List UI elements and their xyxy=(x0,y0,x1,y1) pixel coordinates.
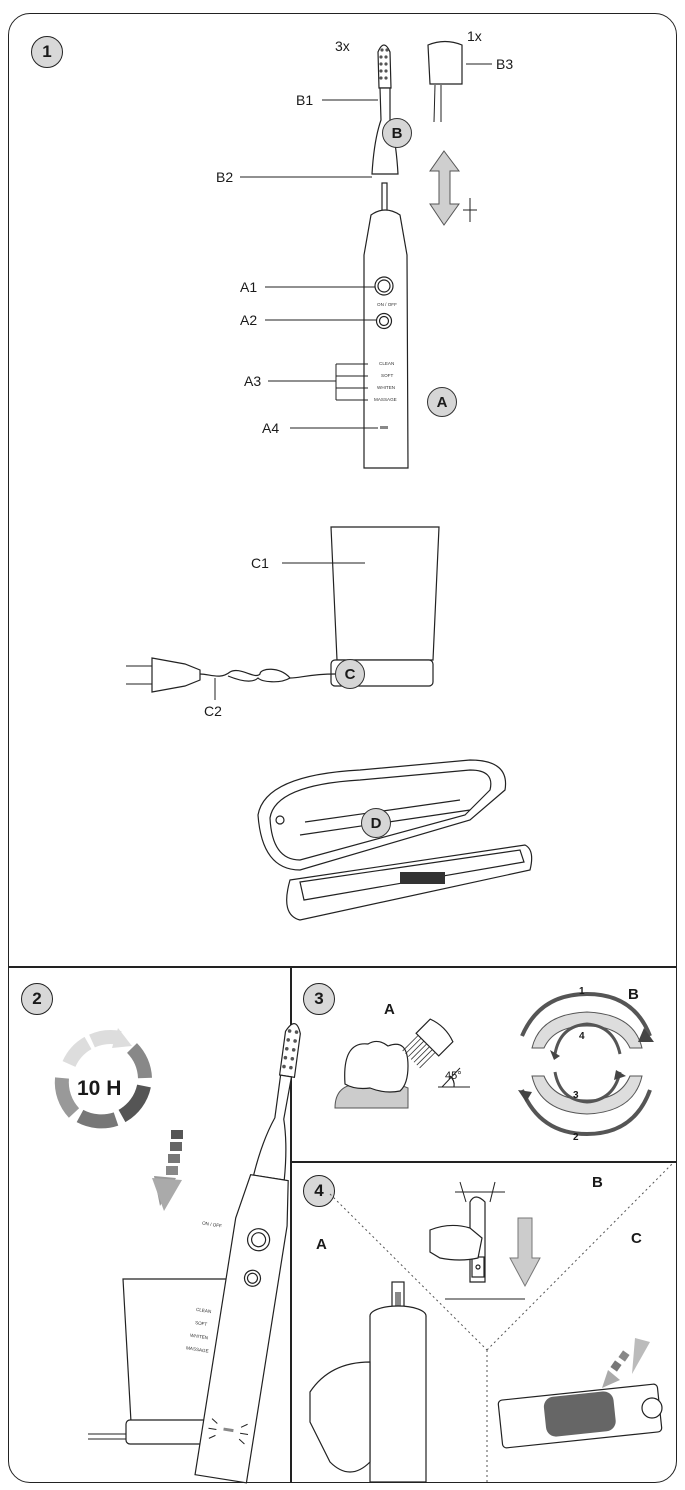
lower-jaw-icon xyxy=(518,1070,652,1137)
s4-label-c: C xyxy=(631,1230,642,1247)
drive-shaft xyxy=(381,182,388,212)
section-2-drawing xyxy=(54,1023,301,1484)
charger-cup xyxy=(282,526,440,687)
badge-d: D xyxy=(361,808,391,838)
s3-label-b: B xyxy=(628,986,639,1003)
divider-vertical xyxy=(290,966,292,1483)
tooth-icon xyxy=(334,1040,470,1109)
label-a4: A4 xyxy=(262,420,280,436)
divider-horizontal-2 xyxy=(290,1161,677,1163)
s3-zone-3: 3 xyxy=(573,1090,579,1101)
s3-zone-4: 4 xyxy=(579,1031,585,1042)
upper-jaw-icon xyxy=(520,991,654,1060)
label-c1: C1 xyxy=(251,555,269,571)
badge-b: B xyxy=(382,118,412,148)
label-b1: B1 xyxy=(296,92,314,108)
brush-on-charger xyxy=(194,1023,301,1484)
section-1-drawing xyxy=(126,40,533,921)
handle-print-power: ON / OFF xyxy=(377,302,397,307)
brush-head xyxy=(371,44,399,175)
s3-zone-1: 1 xyxy=(579,986,585,997)
badge-c: C xyxy=(335,659,365,689)
section-1-badge: 1 xyxy=(31,36,63,68)
label-a1: A1 xyxy=(240,279,258,295)
attach-arrow-icon xyxy=(429,150,477,226)
section-3-badge: 3 xyxy=(303,983,335,1015)
power-cord xyxy=(126,657,336,700)
travel-cap xyxy=(427,40,463,123)
section-4-drawing xyxy=(309,1161,675,1483)
divider-horizontal-1 xyxy=(8,966,677,968)
s4-label-a: A xyxy=(316,1236,327,1253)
s3-angle-label: 45° xyxy=(445,1070,462,1082)
section-1-components: 1 xyxy=(31,28,533,921)
label-a2: A2 xyxy=(240,312,258,328)
label-a3: A3 xyxy=(244,373,262,389)
handle-print-mode-2: SOFT xyxy=(381,373,394,378)
badge-a: A xyxy=(427,387,457,417)
section-2-badge: 2 xyxy=(21,983,53,1015)
section-3-technique: 3 xyxy=(290,966,685,1162)
label-b2: B2 xyxy=(216,169,234,185)
s4-label-b: B xyxy=(592,1174,603,1191)
charge-time-label: 10 H xyxy=(77,1077,122,1100)
brush-angle-icon xyxy=(402,1018,454,1069)
label-c2: C2 xyxy=(204,703,222,719)
handle-print-mode-1: CLEAN xyxy=(379,361,395,366)
battery-removal-icon xyxy=(497,1338,663,1449)
s3-zone-2: 2 xyxy=(573,1132,579,1143)
section-3-drawing xyxy=(334,991,654,1137)
handle-print-mode-3: WHITEN xyxy=(377,385,396,390)
travel-case xyxy=(257,759,533,921)
section-4-badge: 4 xyxy=(303,1175,335,1207)
s3-label-a: A xyxy=(384,1001,395,1018)
charge-ring-icon xyxy=(54,1030,152,1129)
qty-cap-label: 1x xyxy=(467,28,482,44)
label-b3: B3 xyxy=(496,56,514,72)
section-2-charging: 2 xyxy=(0,966,301,1490)
disassembly-icon xyxy=(429,1181,541,1300)
down-arrow-icon xyxy=(152,1130,183,1211)
qty-heads-label: 3x xyxy=(335,38,350,54)
screwdriver-icon xyxy=(309,1281,427,1483)
handle-print-mode-4: MASSAGE xyxy=(374,397,397,402)
section-4-disposal: 4 xyxy=(290,1161,685,1490)
manual-page xyxy=(8,13,677,1483)
handle xyxy=(363,209,409,469)
